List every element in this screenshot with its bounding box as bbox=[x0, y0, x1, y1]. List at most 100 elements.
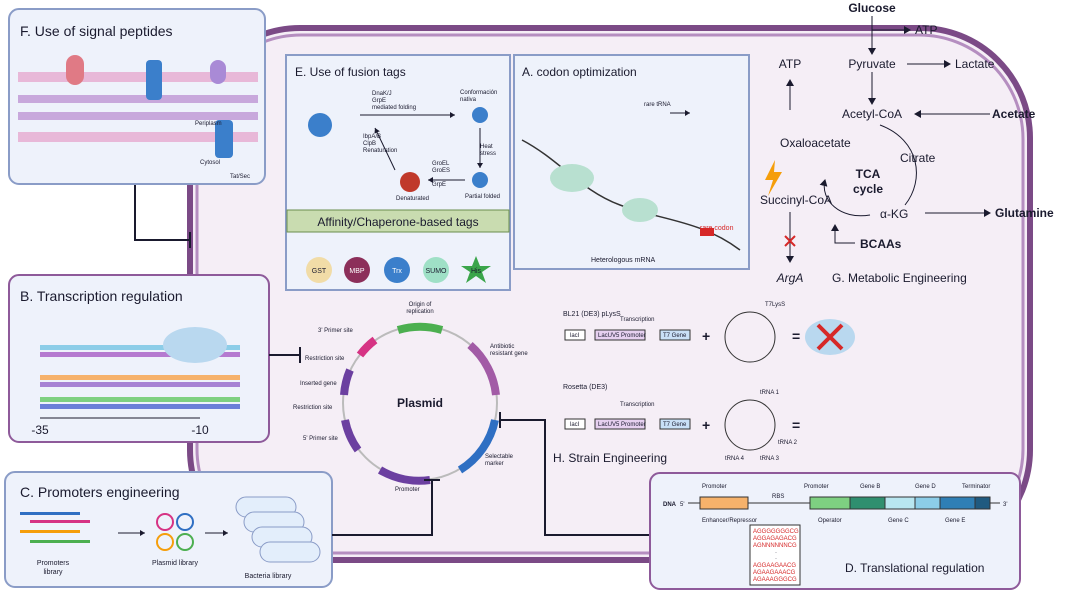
primer3-label: 3' Primer site bbox=[318, 328, 353, 334]
tca-cycle-arc bbox=[824, 124, 917, 217]
tag-sumo: SUMO bbox=[423, 257, 449, 283]
partial-protein-blob bbox=[472, 172, 488, 188]
enhancer-box bbox=[699, 496, 749, 510]
denatured-protein-blob bbox=[400, 172, 420, 192]
selectable-label-2: marker bbox=[485, 461, 504, 467]
origin-label-2: replication bbox=[406, 309, 433, 315]
restriction-label-1: Restriction site bbox=[305, 356, 345, 362]
promoter-label-2: Promoter bbox=[804, 484, 829, 490]
library-plasmid-4 bbox=[176, 533, 194, 551]
panel-signal-peptides: F. Use of signal peptides Periplasm Cyto… bbox=[8, 8, 266, 185]
tat-sec-label: Tat/Sec bbox=[230, 174, 250, 180]
pyruvate-label: Pyruvate bbox=[848, 57, 896, 71]
bacteria-cell-4 bbox=[259, 541, 321, 563]
oxaloacetate-label: Oxaloacetate bbox=[780, 136, 851, 150]
panel-b-title: B. Transcription regulation bbox=[20, 288, 183, 304]
akg-label: α-KG bbox=[880, 207, 908, 221]
connector-c bbox=[332, 480, 433, 536]
promoter-label: Promoter bbox=[395, 487, 420, 493]
cytosol-label: Cytosol bbox=[200, 160, 220, 166]
panel-transcription: B. Transcription regulation -35 -10 bbox=[8, 274, 270, 443]
periplasm-label: Periplasm bbox=[195, 121, 222, 127]
acetate-label: Acetate bbox=[992, 107, 1036, 121]
tag-his: His bbox=[461, 256, 491, 283]
tag-mbp: MBP bbox=[344, 257, 370, 283]
diagram-label: GST bbox=[312, 268, 327, 275]
inserted-segment bbox=[340, 368, 354, 396]
clpb-label: ClpB bbox=[363, 141, 376, 147]
atp-label-2: ATP bbox=[779, 57, 801, 71]
rbs-seq-5: AGGAAGAACG bbox=[753, 563, 796, 569]
rbs-seq-4: · bbox=[775, 556, 777, 562]
heat-label: Heat bbox=[480, 144, 493, 150]
lightning-icon bbox=[765, 160, 782, 196]
operator-label: Operator bbox=[818, 518, 842, 524]
primer5-segment bbox=[341, 419, 362, 453]
lacuv-box-2 bbox=[594, 418, 646, 430]
groes-label: GroES bbox=[432, 168, 450, 174]
transcription-label-1: Transcription bbox=[620, 317, 654, 323]
blocked-x-icon-2 bbox=[816, 323, 844, 351]
equals-sign-2: = bbox=[792, 417, 800, 433]
arga-label: ArgA bbox=[776, 271, 804, 285]
signal-protein-red bbox=[66, 55, 84, 85]
panel-translational: DNA 5' Promoter Enhancer/Repressor RBS A… bbox=[649, 472, 1021, 590]
diagram-label: lacI bbox=[570, 333, 580, 339]
groel-label: GroEL bbox=[432, 161, 450, 167]
diagram-label: MBP bbox=[349, 268, 365, 275]
inserted-label: Inserted gene bbox=[300, 381, 337, 387]
mrna-label: Heterologous mRNA bbox=[591, 257, 656, 264]
enhancer-label: Enhancer/Repressor bbox=[702, 518, 757, 524]
native-protein-blob bbox=[472, 107, 488, 123]
dnak-label: DnaK/J bbox=[372, 91, 392, 97]
dna-strand-2 bbox=[40, 375, 240, 387]
diagram-label: SUMO bbox=[426, 268, 448, 275]
signal-protein-blue bbox=[146, 60, 162, 100]
lactate-label: Lactate bbox=[955, 57, 995, 71]
tca-label-1: TCA bbox=[856, 167, 881, 181]
tag-trx: Trx bbox=[384, 257, 410, 283]
position-minus10: -10 bbox=[191, 423, 209, 437]
library-plasmid-2 bbox=[176, 513, 194, 531]
plus-sign-1: + bbox=[702, 328, 710, 344]
rbs-seq-7: AGAAAGGGCG bbox=[753, 577, 797, 583]
plus-sign-2: + bbox=[702, 417, 710, 433]
rare-codon-mark bbox=[700, 228, 714, 236]
operator-box bbox=[809, 496, 851, 510]
strain-title: H. Strain Engineering bbox=[553, 451, 667, 465]
partial-label: Partial folded bbox=[465, 194, 500, 200]
three-prime-label: 3' bbox=[1003, 502, 1007, 508]
conformation-label: Conformación bbox=[460, 90, 497, 96]
rosetta-label: Rosetta (DE3) bbox=[563, 384, 607, 391]
plasmid-lib-label: Plasmid library bbox=[152, 560, 198, 567]
terminator-box bbox=[974, 496, 991, 510]
rbs-seq-6: AGAAGAAACG bbox=[753, 570, 796, 576]
blocked-x-icon bbox=[784, 235, 796, 247]
bl21-label: BL21 (DE3) pLysS bbox=[563, 311, 621, 318]
rbs-label: RBS bbox=[772, 494, 784, 500]
metabolic-pathway: Glucose ATP Pyruvate Lactate ATP Acetyl-… bbox=[760, 1, 1054, 285]
transcription-label-2: Transcription bbox=[620, 402, 654, 408]
laci-box-2 bbox=[564, 418, 586, 430]
diagram-label: Trx bbox=[392, 268, 402, 275]
diagram-label: His bbox=[471, 268, 482, 275]
diagram-label: LacUV5 Promoter bbox=[598, 333, 646, 339]
bcaas-label: BCAAs bbox=[860, 237, 902, 251]
denatured-label: Denaturated bbox=[396, 196, 429, 202]
five-prime-label: 5' bbox=[680, 502, 684, 508]
stress-label: stress bbox=[480, 151, 496, 157]
arrow-renat bbox=[374, 127, 396, 171]
bacteria-lib-label: Bacteria library bbox=[245, 573, 292, 580]
selectable-label-1: Selectable bbox=[485, 454, 514, 460]
rare-trna-label: rare tRNA bbox=[644, 102, 671, 108]
membrane-layers bbox=[18, 72, 258, 142]
diagram-label: T7 Gene bbox=[663, 333, 687, 339]
nativa-label: nativa bbox=[460, 97, 477, 103]
equals-sign-1: = bbox=[792, 328, 800, 344]
rbs-seq-3: · bbox=[775, 550, 777, 556]
plasmid-center-label: Plasmid bbox=[397, 396, 443, 410]
diagram-label: T7 Gene bbox=[663, 422, 687, 428]
panel-promoters: C. Promoters engineering Promoters libra… bbox=[4, 471, 333, 588]
renat-label: Renaturation bbox=[363, 148, 397, 154]
